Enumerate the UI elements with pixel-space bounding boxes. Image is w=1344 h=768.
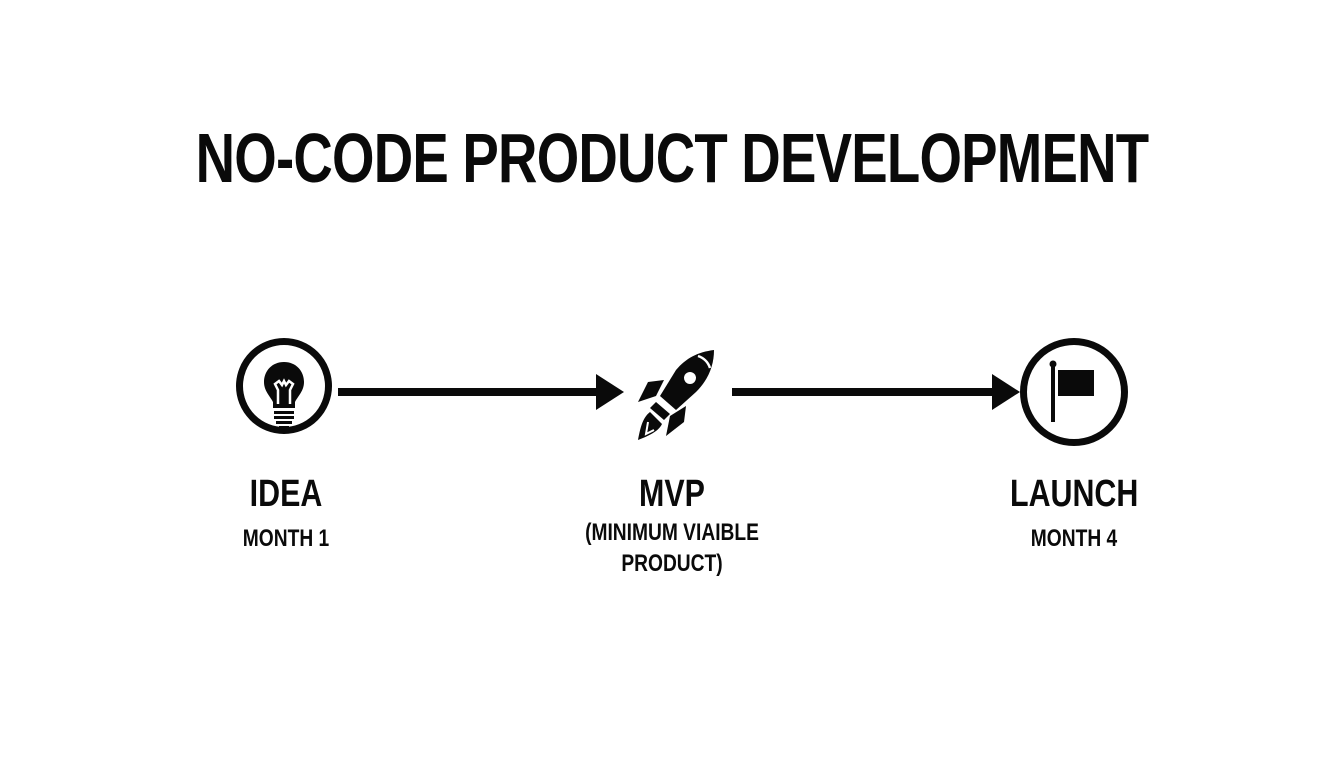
idea-month: MONTH 1 [242,525,330,552]
launch-label: LAUNCH [1010,473,1139,515]
rocket-icon [638,350,714,440]
diagram-title: NO-CODE PRODUCT DEVELOPMENT [195,119,1149,197]
launch-month: MONTH 4 [1030,525,1118,552]
arrow-line [338,388,600,396]
arrow-head-icon [992,374,1020,410]
arrow-line [732,388,996,396]
mvp-detail-line1: (MINIMUM VIAIBLE [585,519,759,546]
flag-icon [1049,360,1094,422]
mvp-label: MVP [639,473,705,515]
idea-label: IDEA [249,473,323,515]
lightbulb-icon [264,362,304,429]
arrow-head-icon [596,374,624,410]
mvp-detail-line2: PRODUCT) [621,550,723,577]
